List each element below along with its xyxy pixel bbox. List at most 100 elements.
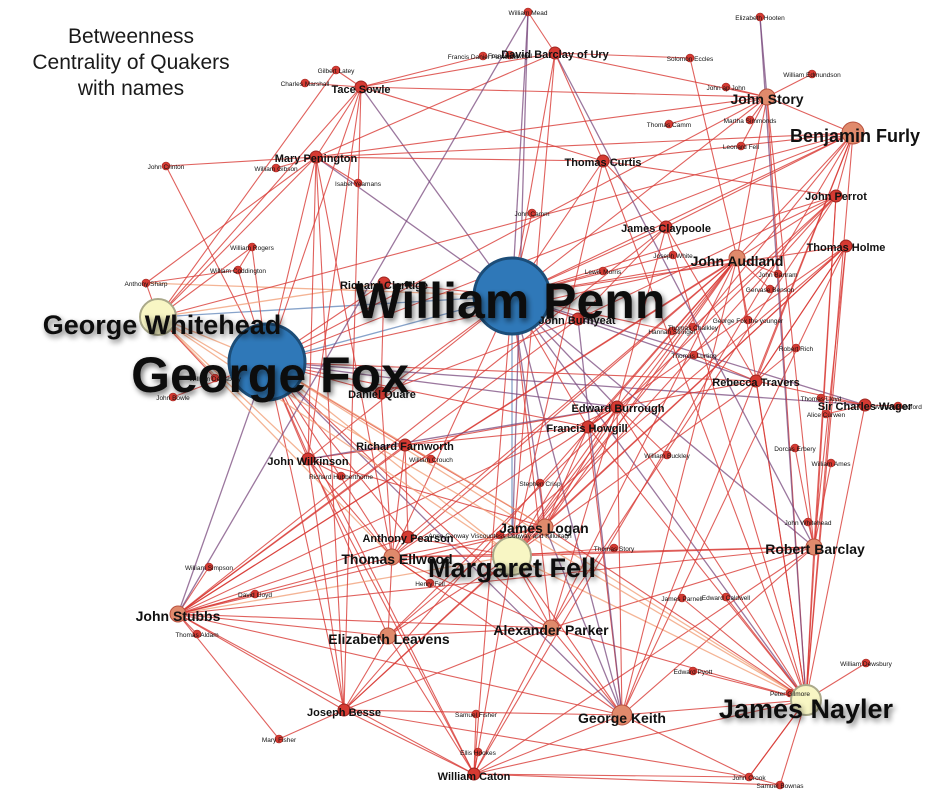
edge-jperrot-jbolles <box>692 195 837 328</box>
node-jbartram <box>773 269 783 279</box>
edge-thomle-eleavens <box>387 245 847 637</box>
node-tlowe <box>354 80 368 94</box>
node-jbesse <box>337 703 351 717</box>
node-wsimpson <box>204 562 214 572</box>
node-gwhite <box>139 298 177 336</box>
edge-bfurly-gkeith <box>621 132 854 716</box>
label-rclaridge: Richard Claridge <box>340 280 428 292</box>
label-asharp: Anthony Sharp <box>124 281 167 288</box>
label-hstringer: Hannah Stringer <box>648 329 696 336</box>
label-aparker: Alexander Parker <box>493 622 609 638</box>
edge-jstory-tcamm <box>668 96 768 125</box>
node-wames <box>826 458 836 468</box>
edge-jwilkinson-eburrough <box>307 406 618 460</box>
label-wcaton: William Caton <box>438 771 511 783</box>
edge-gkeith-jbesse <box>343 709 623 716</box>
node-wcaton <box>467 767 481 781</box>
node-wlewsbury <box>861 658 871 668</box>
edge-jstory-rbarclay <box>766 96 815 548</box>
node-wmead <box>523 7 533 17</box>
node-tcamm <box>664 119 674 129</box>
edge-gwhite-wrogers <box>157 246 253 318</box>
edge-thomle-fhowgill <box>587 245 847 428</box>
edge-gfox-mfell <box>266 361 513 557</box>
edge-jperrot-tcurtis <box>602 160 837 197</box>
label-wedmundson: William Edmundson <box>783 72 841 79</box>
label-mgiddons: Martha Simmonds <box>724 118 777 125</box>
edge-jbesse-mfisher <box>278 709 345 740</box>
edge-rtravers-jclaypoole <box>665 226 757 382</box>
edge-jnayler-eburrough <box>616 406 807 701</box>
edge-aparker-jbesse <box>343 627 552 711</box>
node-wrogers <box>247 242 257 252</box>
label-aellis: Alice Curwen <box>807 412 846 419</box>
label-fhowgill: Francis Howgill <box>546 423 627 435</box>
edge-tellwood-dquare <box>380 392 393 558</box>
label-icamm: Isabel Yeamans <box>335 181 382 188</box>
edge-gfox-eleavens <box>266 361 389 637</box>
label-jburnyeat: John Burnyeat <box>538 315 615 327</box>
label-mfell: Margaret Fell <box>428 553 596 583</box>
edge-thomle-gkeith <box>621 245 847 716</box>
edge-gfox-jbesse <box>266 361 345 711</box>
label-jbolles: Thomas Chalkley <box>668 325 719 332</box>
edge-wpenn-jnayler <box>511 295 807 701</box>
edge-eburrough-wbuckley <box>616 406 668 456</box>
node-cmarshall <box>300 78 310 88</box>
label-bfurly: Benjamin Furly <box>790 126 920 146</box>
label-ecaldwell: Edward Caldwell <box>702 595 751 602</box>
edge-scwager-tlodbutt <box>820 397 866 406</box>
edge-jwilkinson-tlowe <box>307 86 362 460</box>
edge-jnayler-aparker <box>550 627 807 701</box>
node-gfox <box>227 322 307 402</box>
edge-wpenn-gwhite <box>157 295 513 318</box>
node-rrich <box>791 343 801 353</box>
edge-jnayler-tcurtis <box>602 160 807 701</box>
label-jbartram: John Bartram <box>758 272 797 279</box>
edge-eleavens-wcaton <box>387 635 475 775</box>
label-jbowle: John Bowle <box>156 395 190 402</box>
edge-rfarnworth-apearson <box>404 444 409 538</box>
node-lcross <box>598 266 608 276</box>
label-apearson: Anthony Pearson <box>362 533 453 545</box>
label-gkeith: George Keith <box>578 710 666 726</box>
node-eleavens <box>379 627 397 645</box>
edge-wpenn-bfurly <box>511 132 854 297</box>
label-rhubberthorne: Richard Hubberthorne <box>309 474 373 481</box>
edge-tcurtis-dbarclay <box>554 52 604 162</box>
label-jstory: John Story <box>730 91 803 107</box>
label-wwhitehead: John Whitehead <box>785 520 832 527</box>
node-secles <box>685 53 695 63</box>
label-sfisher: Samuel Fisher <box>455 712 498 719</box>
edge-jaudland-gfoxyounger <box>736 257 749 321</box>
node-jcrook <box>744 772 754 782</box>
node-tellwood <box>383 548 401 566</box>
edge-jaudland-tellwood <box>391 257 738 558</box>
node-bfurly <box>841 121 865 145</box>
edge-wpenn-jperrot <box>511 195 837 297</box>
label-rrich: Robert Rich <box>779 346 814 353</box>
label-jwilkinson: John Wilkinson <box>267 456 348 468</box>
edge-jnayler-jparnell <box>681 597 807 701</box>
edge-mfell-jaudland <box>511 257 738 557</box>
edge-jstubbs-apearson <box>177 536 409 615</box>
node-fhowgill2 <box>505 50 515 60</box>
edge-gkeith-jstubbs <box>177 613 623 716</box>
edge-jstory-mpenington <box>315 96 768 158</box>
label-rtravers: Rebecca Travers <box>712 377 799 389</box>
label-jnayler: James Nayler <box>719 694 894 724</box>
node-wbradford <box>893 401 903 411</box>
label-wsimpson: William Simpson <box>185 565 233 572</box>
node-dlloyd <box>250 589 260 599</box>
edge-gfox-jstubbs <box>177 361 268 615</box>
edge-jwilkinson-wcaton <box>307 458 475 775</box>
edge-mpenington-tlowe <box>315 86 362 158</box>
edge-jperrot-aparker <box>550 195 837 629</box>
node-jwilkinson <box>301 452 315 466</box>
label-mpenington: Mary Penington <box>275 153 358 165</box>
edge-scwager-aellis <box>825 404 866 415</box>
label-wcrouch: William Crouch <box>409 457 453 464</box>
label-dbarclay: David Barclay of Ury <box>501 49 609 61</box>
edge-jburnyeat-jclaypoole <box>577 226 667 320</box>
